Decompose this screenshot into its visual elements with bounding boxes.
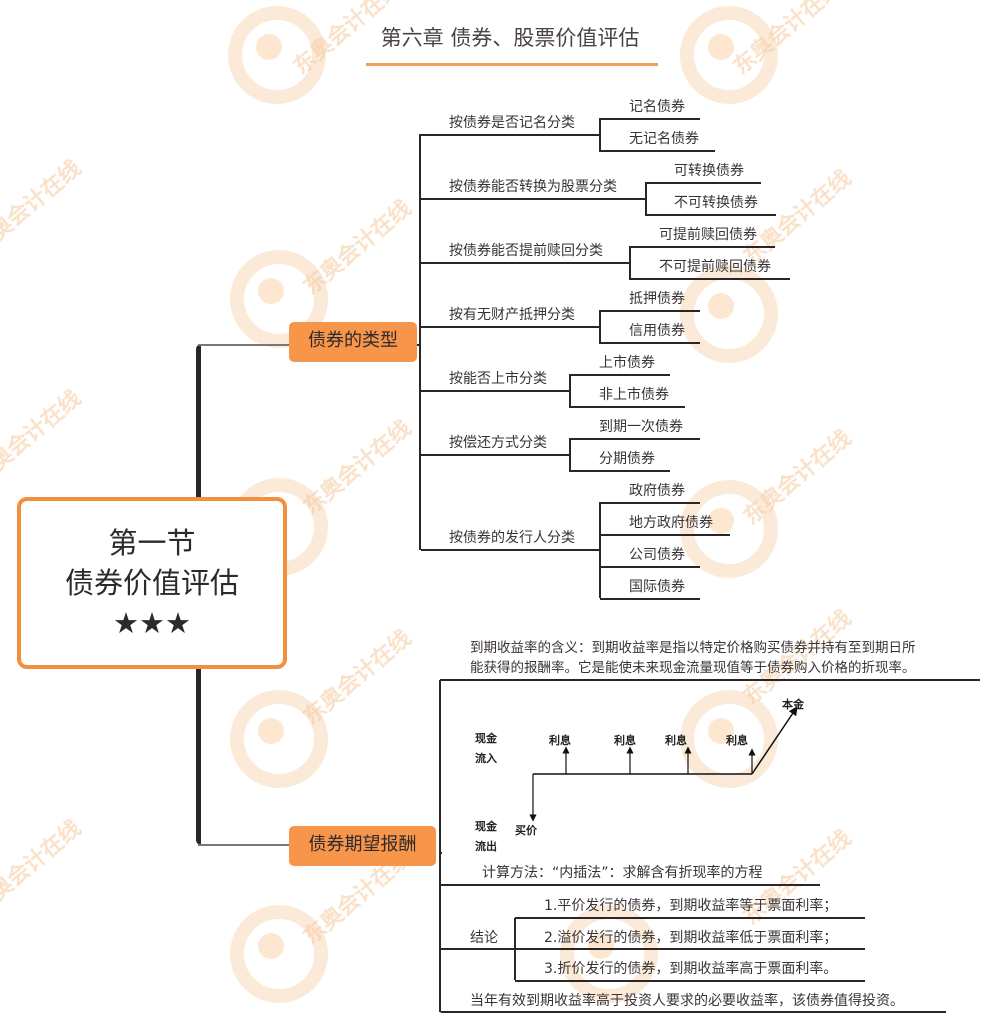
purchase-label: 买价 (515, 824, 537, 837)
inflow-label: 流入 (475, 752, 497, 765)
principal-label: 本金 (782, 698, 804, 711)
leaf-underline (570, 470, 670, 472)
ytm-definition-line2[interactable]: 能获得的报酬率。它是能使未来现金流量现值等于债券购入价格的折现率。 (470, 660, 916, 676)
leaf-item[interactable]: 不可提前赎回债券 (659, 259, 771, 275)
interest-label: 利息 (549, 734, 571, 747)
leaf-item[interactable]: 记名债券 (629, 99, 685, 115)
outflow-label: 流出 (475, 840, 497, 853)
sub-spine (599, 118, 601, 152)
sub-spine (569, 374, 571, 408)
leaf-item[interactable]: 非上市债券 (599, 387, 669, 403)
category-underline (421, 549, 601, 551)
conclusion-item[interactable]: 1.平价发行的债券，到期收益率等于票面利率； (544, 898, 838, 914)
investment-rule[interactable]: 当年有效到期收益率高于投资人要求的必要收益率，该债券值得投资。 (470, 993, 904, 1009)
interest-label: 利息 (726, 734, 748, 747)
sub-spine (599, 310, 601, 344)
root-node[interactable]: 第一节 债券价值评估 ★★★ (17, 497, 287, 669)
category-label[interactable]: 按债券能否转换为股票分类 (449, 179, 617, 195)
leaf-item[interactable]: 公司债券 (629, 547, 685, 563)
conclusion-item[interactable]: 2.溢价发行的债券，到期收益率低于票面利率； (544, 930, 838, 946)
title-underline (366, 63, 658, 66)
leaf-underline (600, 310, 700, 312)
leaf-underline (600, 342, 700, 344)
leaf-item[interactable]: 地方政府债券 (629, 515, 713, 531)
trunk-connector-bottom-h (198, 844, 290, 846)
leaf-item[interactable]: 上市债券 (599, 355, 655, 371)
conclusion-item-underline (515, 948, 865, 950)
conclusion-item-underline (515, 980, 865, 982)
leaf-item[interactable]: 无记名债券 (629, 131, 699, 147)
category-label[interactable]: 按债券的发行人分类 (449, 530, 575, 546)
leaf-underline (570, 406, 685, 408)
branch-2-spine (439, 680, 441, 1012)
category-underline (421, 262, 631, 264)
category-underline (421, 454, 571, 456)
category-underline (421, 198, 647, 200)
calc-method[interactable]: 计算方法：“内插法”：求解含有折现率的方程 (482, 865, 763, 881)
leaf-underline (600, 150, 715, 152)
branch-bond-types[interactable]: 债券的类型 (289, 322, 417, 362)
leaf-underline (600, 118, 700, 120)
method-underline (440, 884, 820, 886)
sub-spine (569, 438, 571, 472)
sub-spine (629, 246, 631, 280)
cashflow-arrows-icon (529, 706, 798, 822)
inflow-label: 现金 (475, 732, 497, 745)
category-label[interactable]: 按债券是否记名分类 (449, 115, 575, 131)
outflow-label: 现金 (475, 820, 497, 833)
root-line2: 债券价值评估 (64, 566, 239, 600)
leaf-item[interactable]: 不可转换债券 (674, 195, 758, 211)
branch-1-link (417, 344, 421, 346)
leaf-item[interactable]: 信用债券 (629, 323, 685, 339)
rule-underline (440, 1011, 946, 1013)
page-title: 第六章 债券、股票价值评估 (380, 26, 640, 50)
leaf-underline (600, 534, 730, 536)
leaf-underline (600, 502, 700, 504)
leaf-underline (646, 182, 761, 184)
interest-label: 利息 (665, 734, 687, 747)
leaf-underline (600, 566, 700, 568)
category-underline (421, 326, 601, 328)
diagram-underline (440, 852, 442, 854)
leaf-item[interactable]: 抵押债券 (629, 291, 685, 307)
conclusion-label[interactable]: 结论 (470, 930, 498, 946)
leaf-item[interactable]: 政府债券 (629, 483, 685, 499)
leaf-item[interactable]: 国际债券 (629, 579, 685, 595)
definition-underline (440, 679, 980, 681)
category-label[interactable]: 按债券能否提前赎回分类 (449, 243, 603, 259)
category-underline (421, 390, 571, 392)
trunk-connector-bottom (196, 665, 201, 845)
branch-1-spine (419, 134, 421, 550)
conclusion-underline (440, 948, 516, 950)
root-line1: 第一节 (108, 526, 196, 560)
leaf-item[interactable]: 可转换债券 (674, 163, 744, 179)
leaf-underline (630, 278, 790, 280)
leaf-underline (570, 438, 700, 440)
leaf-item[interactable]: 到期一次债券 (599, 419, 683, 435)
category-label[interactable]: 按有无财产抵押分类 (449, 307, 575, 323)
leaf-item[interactable]: 可提前赎回债券 (659, 227, 757, 243)
leaf-underline (646, 214, 776, 216)
leaf-underline (630, 246, 775, 248)
conclusion-item[interactable]: 3.折价发行的债券，到期收益率高于票面利率。 (544, 961, 838, 977)
trunk-connector (196, 344, 201, 499)
category-label[interactable]: 按能否上市分类 (449, 371, 547, 387)
leaf-underline (570, 374, 670, 376)
trunk-connector-top (198, 344, 290, 346)
branch-expected-return[interactable]: 债券期望报酬 (289, 826, 436, 866)
sub-spine (599, 502, 601, 598)
leaf-item[interactable]: 分期债券 (599, 451, 655, 467)
leaf-underline (600, 598, 700, 600)
sub-spine (645, 182, 647, 216)
root-stars: ★★★ (113, 606, 191, 640)
conclusion-item-underline (515, 917, 865, 919)
interest-label: 利息 (614, 734, 636, 747)
ytm-definition-line1[interactable]: 到期收益率的含义：到期收益率是指以特定价格购买债券并持有至到期日所 (470, 640, 916, 656)
category-label[interactable]: 按偿还方式分类 (449, 435, 547, 451)
category-underline (421, 134, 601, 136)
